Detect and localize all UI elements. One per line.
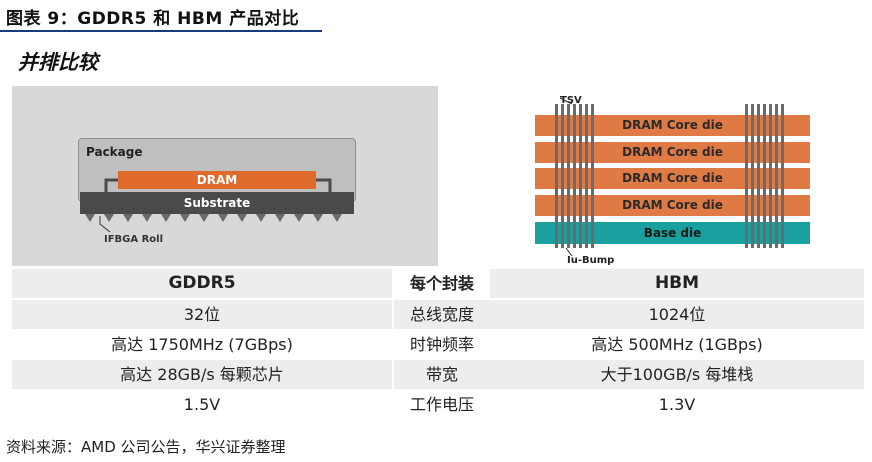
header-per-package: 每个封装 — [409, 274, 474, 293]
bga-ball — [123, 214, 133, 222]
label-bus-width: 总线宽度 — [394, 300, 490, 329]
hbm-core-die-3: DRAM Core die — [535, 168, 810, 189]
tsv-column — [757, 104, 760, 248]
tsv-column — [573, 104, 576, 248]
bga-ball — [237, 214, 247, 222]
table-row: 32位 总线宽度 1024位 — [12, 300, 864, 329]
hbm-voltage: 1.3V — [658, 395, 696, 414]
bga-label: IFBGA Roll — [104, 234, 164, 245]
hbm-core-die-4: DRAM Core die — [535, 195, 810, 216]
figure-title: 图表 9：GDDR5 和 HBM 产品对比 — [6, 9, 300, 29]
tsv-column — [769, 104, 772, 248]
bga-ball-row — [85, 214, 342, 222]
hbm-bus-width: 1024位 — [490, 300, 864, 329]
ubump-label: Iu-Bump — [567, 255, 615, 266]
tsv-label: TSV — [560, 95, 582, 106]
hbm-bandwidth: 大于100GB/s 每堆栈 — [490, 360, 864, 389]
gddr5-bandwidth: 高达 28GB/s 每颗芯片 — [12, 360, 392, 389]
header-hbm: HBM — [490, 269, 864, 298]
bga-ball — [313, 214, 323, 222]
tsv-columns — [555, 104, 784, 248]
tsv-column — [745, 104, 748, 248]
gddr5-clock: 高达 1750MHz (7GBps) — [111, 335, 293, 354]
bga-ball — [85, 214, 95, 222]
section-title: 并排比较 — [18, 50, 98, 74]
tsv-column — [751, 104, 754, 248]
right-wire — [316, 178, 332, 192]
label-bandwidth: 带宽 — [394, 360, 490, 389]
title-underline — [0, 30, 322, 32]
tsv-callout-line — [559, 97, 573, 105]
tsv-column — [775, 104, 778, 248]
bga-ball — [294, 214, 304, 222]
ubump-callout-line — [565, 247, 573, 257]
tsv-column — [579, 104, 582, 248]
bga-ball — [180, 214, 190, 222]
dram-chip: DRAM — [118, 171, 316, 189]
label-clock: 时钟频率 — [409, 335, 474, 354]
bga-ball — [161, 214, 171, 222]
table-row: 高达 28GB/s 每颗芯片 带宽 大于100GB/s 每堆栈 — [12, 360, 864, 389]
bga-ball — [332, 214, 342, 222]
header-gddr5: GDDR5 — [12, 269, 392, 298]
hbm-base-die: Base die — [535, 222, 810, 244]
substrate: Substrate — [80, 192, 354, 214]
bga-callout-line — [99, 216, 111, 233]
gddr5-voltage: 1.5V — [183, 395, 221, 414]
source-note: 资料来源：AMD 公司公告，华兴证券整理 — [6, 438, 286, 456]
tsv-column — [763, 104, 766, 248]
bga-ball — [256, 214, 266, 222]
table-row: 高达 1750MHz (7GBps) 时钟频率 高达 500MHz (1GBps… — [12, 330, 864, 359]
tsv-column — [567, 104, 570, 248]
table-header-row: GDDR5 每个封装 HBM — [12, 269, 864, 298]
gddr5-bus-width: 32位 — [12, 300, 392, 329]
tsv-column — [561, 104, 564, 248]
hbm-core-die-2: DRAM Core die — [535, 142, 810, 163]
tsv-column — [555, 104, 558, 248]
hbm-clock: 高达 500MHz (1GBps) — [591, 335, 763, 354]
hbm-core-die-1: DRAM Core die — [535, 115, 810, 136]
bga-ball — [104, 214, 114, 222]
left-wire — [104, 178, 118, 192]
bga-ball — [218, 214, 228, 222]
bga-ball — [142, 214, 152, 222]
package-label: Package — [86, 145, 143, 159]
tsv-column — [585, 104, 588, 248]
bga-ball — [275, 214, 285, 222]
table-row: 1.5V 工作电压 1.3V — [12, 390, 864, 419]
package-outline — [78, 138, 356, 202]
tsv-column — [591, 104, 594, 248]
label-voltage: 工作电压 — [409, 395, 474, 414]
tsv-column — [781, 104, 784, 248]
bga-ball — [199, 214, 209, 222]
